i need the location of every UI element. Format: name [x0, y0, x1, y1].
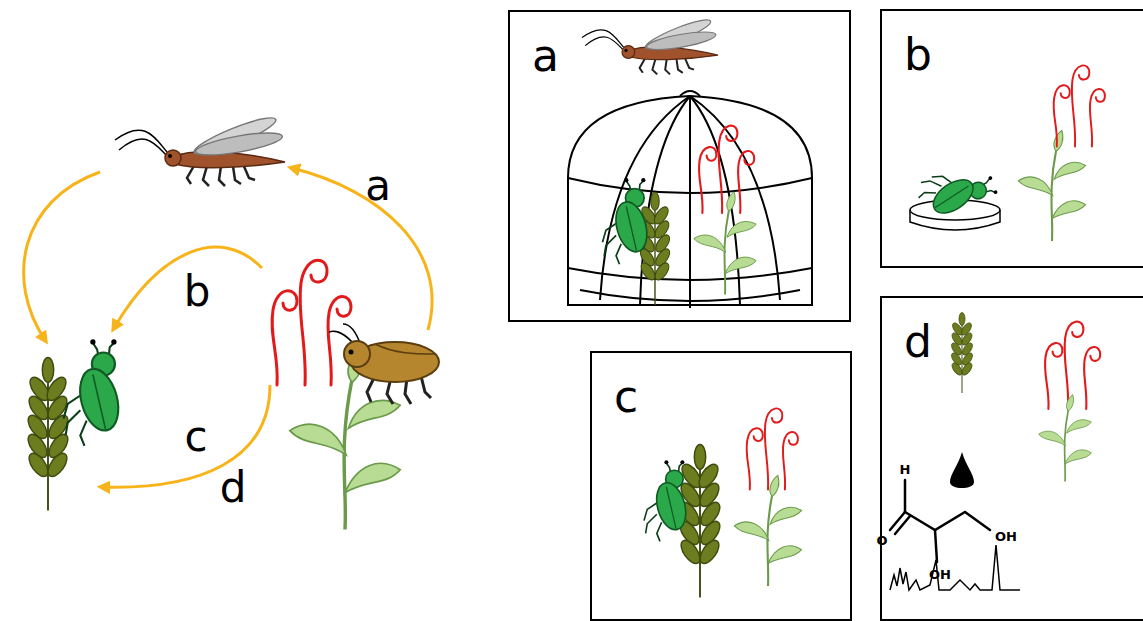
- atom-label: H: [900, 463, 911, 476]
- arrow-label: a: [365, 165, 391, 207]
- panel-letter: d: [904, 320, 932, 364]
- experiment-panel: a: [508, 10, 851, 322]
- atom-label: OH: [995, 530, 1017, 543]
- panel-letter: a: [532, 34, 559, 78]
- atom-label: O: [876, 534, 887, 547]
- plant-experiment: [644, 408, 802, 597]
- petri-experiment: [910, 65, 1105, 241]
- panel-letter: b: [904, 33, 932, 77]
- experiment-panel: b: [880, 9, 1143, 268]
- experiment-panel: c: [590, 351, 852, 621]
- atom-label: OH: [929, 568, 951, 581]
- cage-experiment: [568, 15, 812, 308]
- overview: [24, 112, 439, 529]
- panel-letter: c: [614, 375, 638, 419]
- chemical-analysis: [890, 313, 1100, 591]
- experiment-panel: d: [880, 296, 1143, 621]
- arrow-label: d: [220, 467, 247, 509]
- arrow-label: c: [184, 416, 207, 458]
- arrow-label: b: [184, 271, 211, 313]
